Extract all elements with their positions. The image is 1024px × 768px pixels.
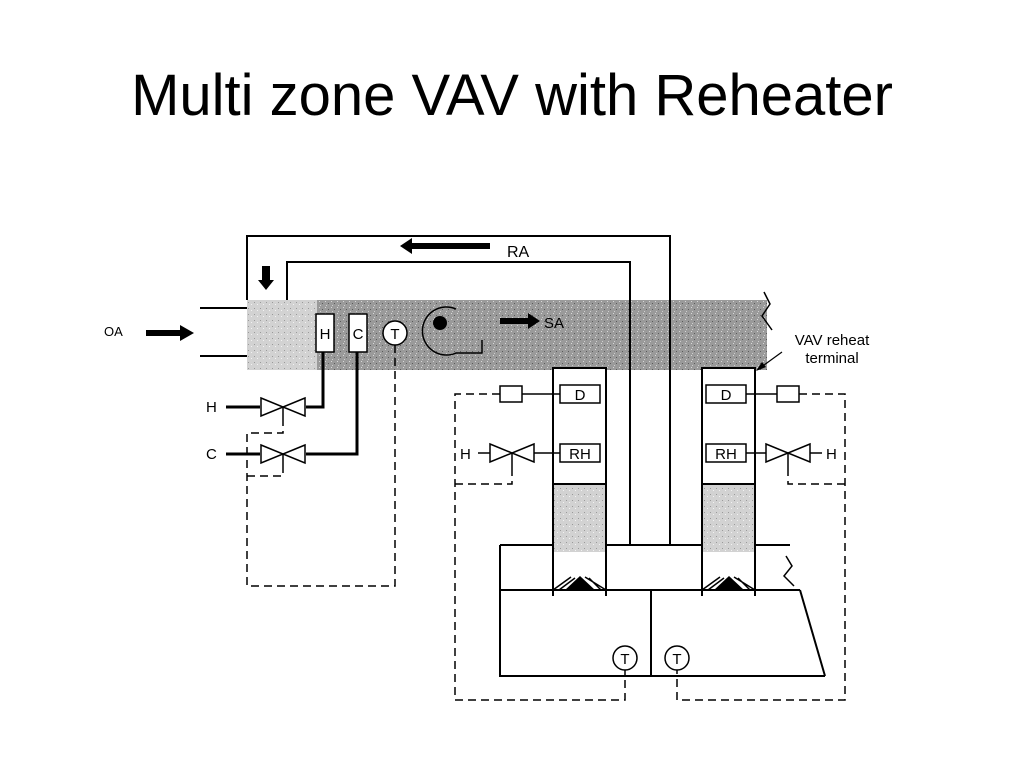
damper-actuator-left: [499, 385, 560, 403]
cooling-valve-icon: [260, 443, 306, 472]
zone-thermostat-right: T: [664, 645, 690, 671]
heating-valve-icon: [260, 396, 306, 425]
slide-title: Multi zone VAV with Reheater: [131, 63, 893, 128]
diffuser-right-icon: [701, 576, 756, 591]
diffuser-left-icon: [552, 576, 607, 591]
vav-terminal-callout-line1: VAV reheat: [795, 332, 870, 349]
callout-arrow-icon: [756, 351, 783, 371]
zone-control-wiring: [454, 393, 846, 701]
return-air-label: RA: [507, 244, 530, 261]
ahu-control-wiring: [246, 345, 396, 587]
vav-terminal-callout-line2: terminal: [805, 350, 858, 367]
zone-rooms: [499, 544, 826, 677]
svg-text:T: T: [672, 651, 681, 668]
return-air-duct: [246, 235, 671, 300]
return-air-chase: [629, 300, 671, 545]
cooling-coil: C: [348, 313, 368, 353]
reheat-valve-left-icon: [478, 442, 560, 470]
reheat-hot-water-label-left: H: [460, 446, 471, 463]
outside-air-intake: [200, 300, 317, 370]
svg-text:T: T: [620, 651, 629, 668]
discharge-thermostat: T: [382, 320, 408, 346]
return-damper-arrow-icon: [258, 266, 274, 290]
reheat-label-left: RH: [569, 446, 591, 463]
zone-thermostat-left: T: [612, 645, 638, 671]
svg-text:C: C: [353, 326, 364, 343]
return-air-arrow-icon: [400, 238, 490, 254]
outside-air-label: OA: [104, 324, 123, 339]
damper-label-right: D: [721, 387, 732, 404]
vav-terminal-left: D RH: [552, 367, 607, 485]
coil-piping: [226, 352, 359, 456]
chilled-water-label: C: [206, 446, 217, 463]
damper-label-left: D: [575, 387, 586, 404]
reheat-label-right: RH: [715, 446, 737, 463]
vav-terminal-right: D RH: [701, 367, 756, 485]
supply-air-arrow-icon: [500, 313, 540, 329]
reheat-valve-right-icon: [746, 442, 822, 470]
supply-air-label: SA: [544, 315, 564, 332]
svg-text:H: H: [320, 326, 331, 343]
outside-air-arrow-icon: [146, 325, 194, 341]
supply-fan-icon: [421, 306, 483, 356]
reheat-hot-water-label-right: H: [826, 446, 837, 463]
svg-text:T: T: [390, 326, 399, 343]
heating-coil: H: [315, 313, 335, 353]
hot-water-label: H: [206, 399, 217, 416]
